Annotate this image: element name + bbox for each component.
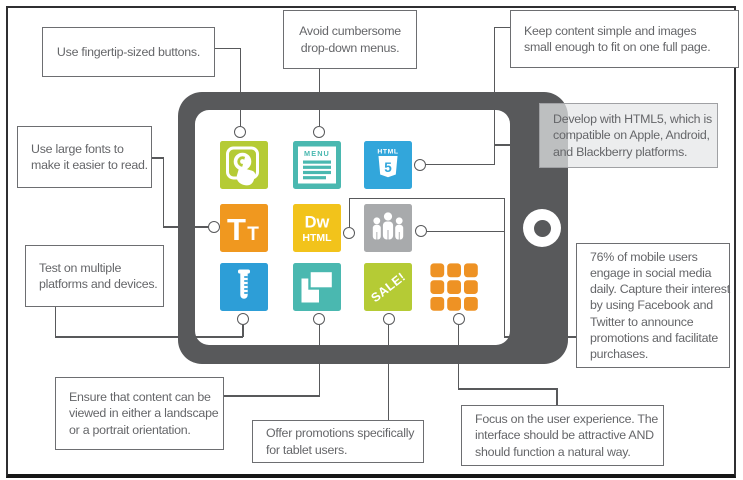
connector-line xyxy=(503,197,505,338)
typography-icon: T T xyxy=(220,204,268,252)
home-button-dot xyxy=(533,219,551,237)
connector-line xyxy=(162,157,165,228)
connector-line xyxy=(54,307,56,337)
menu-icon: MENU xyxy=(293,141,341,189)
app-grid-icon xyxy=(430,263,478,311)
callout-text: Use fingertip-sized buttons. xyxy=(56,44,201,59)
html5-icon-top-label: HTML xyxy=(377,149,398,156)
callout-fingertip-buttons: Use fingertip-sized buttons. xyxy=(42,27,215,77)
connector-dot xyxy=(414,159,426,171)
home-button xyxy=(523,209,561,247)
connector-line xyxy=(493,26,511,28)
connector-line xyxy=(426,163,494,166)
callout-text: Ensure that content can be viewed in eit… xyxy=(69,390,219,437)
callout-text: 76% of mobile users engage in social med… xyxy=(590,250,730,361)
touch-button-icon xyxy=(220,141,268,189)
typography-icon-large-t: T xyxy=(227,212,246,247)
connector-line xyxy=(556,388,558,405)
callout-text: Avoid cumbersome drop-down menus. xyxy=(299,24,401,55)
callout-text: Test on multiple platforms and devices. xyxy=(39,260,158,291)
html5-icon-number: 5 xyxy=(384,160,392,175)
connector-line xyxy=(387,325,389,420)
callout-simple-content: Keep content simple and images small eno… xyxy=(510,10,739,68)
connector-line xyxy=(457,388,557,390)
dreamweaver-icon-dw: Dw xyxy=(305,214,330,232)
callout-social-media: 76% of mobile users engage in social med… xyxy=(576,243,730,368)
connector-dot xyxy=(415,225,427,237)
connector-line xyxy=(494,144,539,146)
connector-dot xyxy=(208,221,220,233)
callout-text: Offer promotions specifically for tablet… xyxy=(266,426,415,457)
callout-text: Develop with HTML5, which is compatible … xyxy=(553,112,712,159)
callout-text: Focus on the user experience. The interf… xyxy=(475,412,659,459)
connector-dot xyxy=(236,313,249,325)
callout-orientation: Ensure that content can be viewed in eit… xyxy=(55,377,224,450)
callout-html5-develop: Develop with HTML5, which is compatible … xyxy=(539,103,718,168)
connector-line xyxy=(242,325,244,337)
connector-line xyxy=(427,230,504,232)
test-tube-icon xyxy=(220,263,268,311)
connector-dot xyxy=(313,126,325,138)
connector-line xyxy=(224,395,320,397)
connector-line xyxy=(163,226,208,228)
menu-icon-label: MENU xyxy=(304,149,330,158)
connector-line xyxy=(215,47,241,49)
callout-user-experience: Focus on the user experience. The interf… xyxy=(461,405,664,466)
connector-dot xyxy=(313,313,325,325)
callout-text: Keep content simple and images small eno… xyxy=(524,23,711,54)
connector-line xyxy=(348,197,505,199)
connector-line xyxy=(239,47,241,126)
connector-line xyxy=(54,336,243,338)
callout-promotions: Offer promotions specifically for tablet… xyxy=(252,420,424,463)
callout-large-fonts: Use large fonts to make it easier to rea… xyxy=(17,126,152,188)
html5-icon: HTML 5 xyxy=(364,141,412,189)
connector-line xyxy=(318,325,320,396)
callout-dropdown-menus: Avoid cumbersome drop-down menus. xyxy=(283,10,417,69)
people-icon xyxy=(364,204,412,252)
typography-icon-small-t: T xyxy=(247,224,259,245)
callout-test-platforms: Test on multiple platforms and devices. xyxy=(25,245,164,307)
connector-dot xyxy=(234,126,246,138)
connector-line xyxy=(493,26,495,165)
connector-dot xyxy=(343,227,355,239)
connector-line xyxy=(152,157,164,159)
callout-text: Use large fonts to make it easier to rea… xyxy=(31,141,148,172)
sale-icon: SALE! xyxy=(364,263,412,311)
dreamweaver-icon-html: HTML xyxy=(302,232,332,244)
connector-line xyxy=(503,336,576,338)
dreamweaver-html-icon: Dw HTML xyxy=(293,204,341,252)
connector-dot xyxy=(452,313,465,325)
connector-line xyxy=(318,69,320,126)
connector-line xyxy=(348,197,350,227)
connector-dot xyxy=(382,313,395,325)
orientation-icon xyxy=(293,263,341,311)
connector-line xyxy=(457,325,459,389)
